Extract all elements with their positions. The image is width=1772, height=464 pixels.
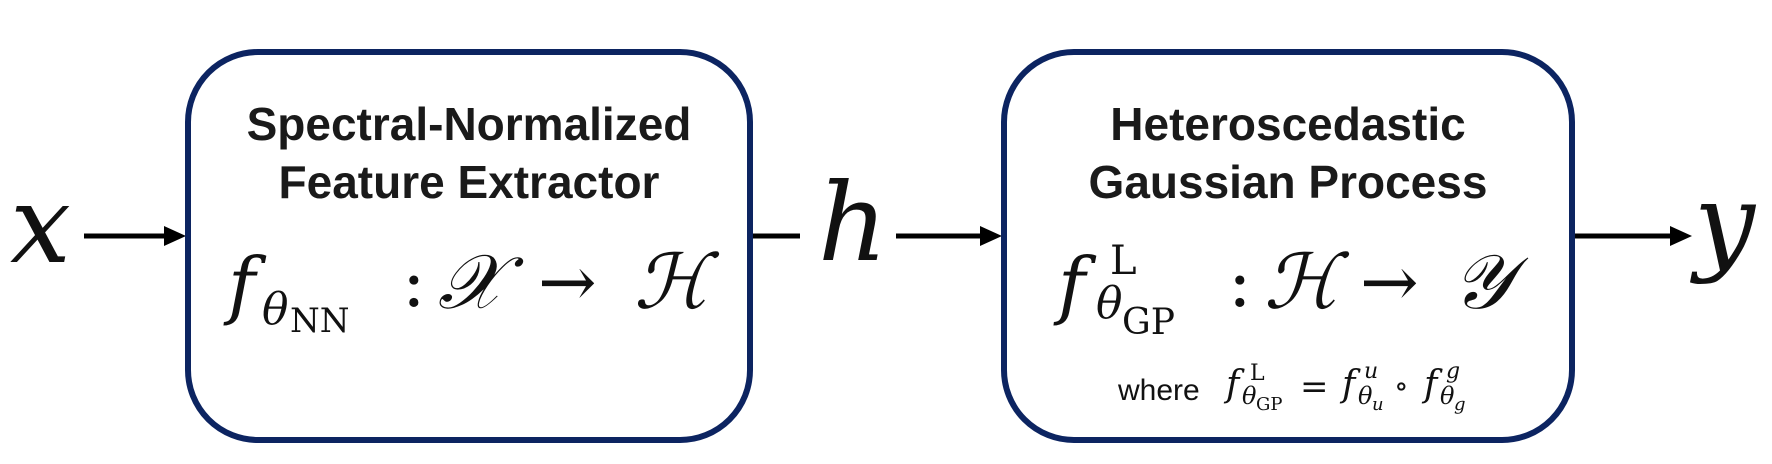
extractor-colon: :	[402, 241, 426, 323]
where-eq: =	[1300, 367, 1329, 407]
input-symbol-x: x	[10, 163, 71, 288]
extractor-sub-nn: NN	[290, 301, 350, 341]
where-fg-sub: g	[1454, 394, 1466, 415]
gp-colon: :	[1228, 241, 1252, 323]
gp-arrow: →	[1360, 241, 1419, 323]
where-fu-sub: u	[1372, 394, 1384, 415]
gp-title-line1: Heteroscedastic	[1110, 98, 1465, 150]
arrow-h-to-gp	[896, 226, 1002, 246]
where-lhs-sup: L	[1250, 361, 1265, 386]
extractor-arrow: →	[538, 241, 597, 323]
gp-domain: ℋ	[1264, 237, 1350, 326]
gaussian-process-box: Heteroscedastic Gaussian Process f L θ G…	[1001, 49, 1575, 443]
where-fu-sup: u	[1364, 359, 1378, 384]
where-lhs-sub-gp: GP	[1256, 394, 1283, 415]
where-fg-sup: g	[1446, 359, 1460, 384]
feature-extractor-box: Spectral-Normalized Feature Extractor f …	[185, 49, 753, 443]
arrow-x-to-extractor	[84, 226, 186, 246]
extractor-sub-theta: θ	[262, 284, 289, 335]
where-compose: ∘	[1394, 369, 1409, 404]
gp-title-line2: Gaussian Process	[1089, 156, 1488, 208]
arrow-gp-to-y	[1575, 226, 1692, 246]
extractor-title-line2: Feature Extractor	[279, 156, 660, 208]
output-symbol-y: y	[1689, 161, 1757, 286]
where-lhs-sub-theta: θ	[1242, 382, 1257, 410]
extractor-codomain: ℋ	[634, 237, 720, 326]
gp-sub-theta: θ	[1096, 278, 1123, 329]
gp-where-label: where	[1117, 374, 1200, 407]
where-fu-sub-theta: θ	[1358, 382, 1373, 410]
extractor-title-line1: Spectral-Normalized	[247, 98, 692, 150]
gp-sup-l: L	[1110, 238, 1137, 284]
hidden-symbol-h: h	[818, 161, 888, 286]
gp-sub-gp: GP	[1122, 302, 1175, 343]
where-fg-sub-theta: θ	[1440, 382, 1455, 410]
